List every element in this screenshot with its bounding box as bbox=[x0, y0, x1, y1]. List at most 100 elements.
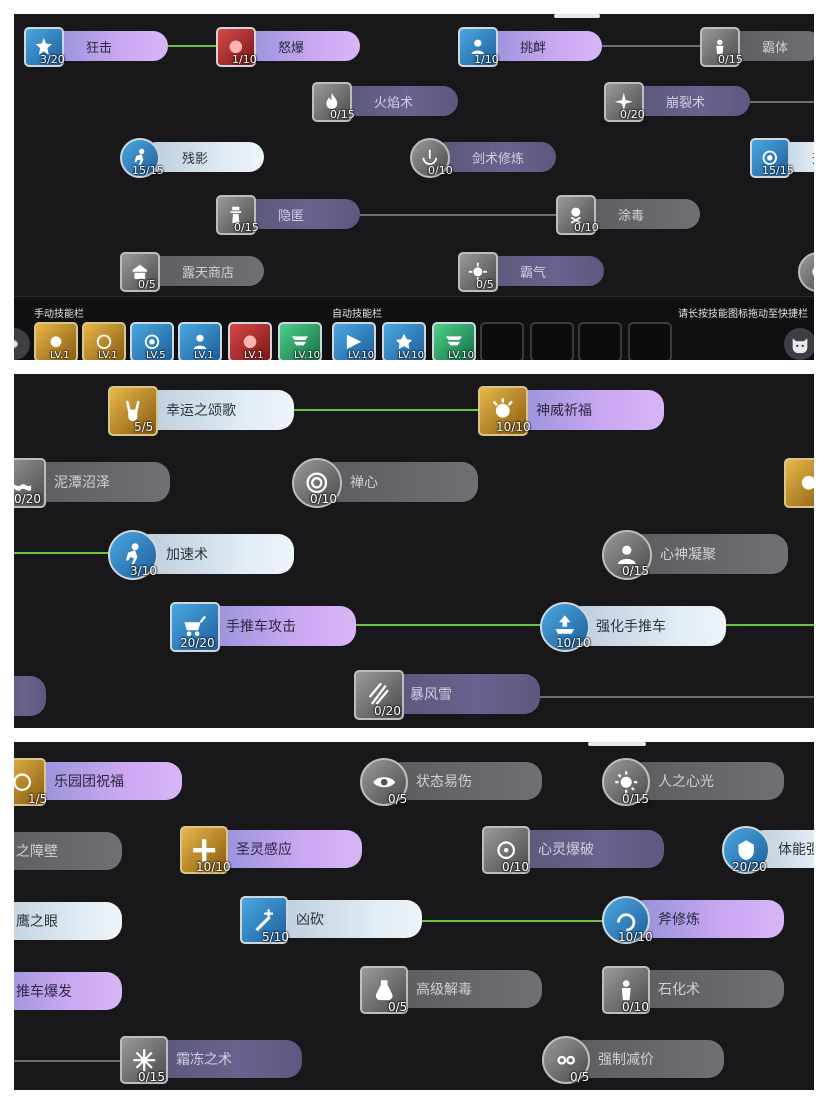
skill-name: 凶砍 bbox=[296, 912, 324, 928]
manual-slot-1[interactable]: LV.1 bbox=[34, 322, 78, 360]
skill-name: 霜冻之术 bbox=[176, 1052, 232, 1068]
skill-level: 0/10 bbox=[310, 492, 337, 506]
paradise-blessing-icon bbox=[14, 758, 46, 806]
mind-blast-icon bbox=[482, 826, 530, 874]
skill-level: 0/15 bbox=[234, 221, 259, 234]
skill-level: 0/5 bbox=[138, 278, 156, 291]
auto-slot-2[interactable]: LV.10 bbox=[382, 322, 426, 360]
skill-name: 泥潭沼泽 bbox=[54, 475, 110, 491]
zen-ripple-icon bbox=[292, 458, 342, 508]
skill-level: 0/15 bbox=[622, 792, 649, 806]
skill-name: 乐园团祝福 bbox=[54, 774, 124, 790]
slot-level: LV.5 bbox=[146, 350, 166, 360]
skill-level: 10/10 bbox=[618, 930, 653, 944]
crack-burst-icon bbox=[604, 82, 644, 122]
sword-swirl-icon bbox=[410, 138, 450, 178]
partial-skill-pill[interactable] bbox=[14, 676, 46, 716]
skill-name: 神威祈福 bbox=[536, 403, 592, 419]
skill-level: 0/5 bbox=[388, 792, 408, 806]
manual-slot-4[interactable]: LV.1 bbox=[178, 322, 222, 360]
skill-level: 0/5 bbox=[570, 1070, 590, 1084]
slot-level: LV.10 bbox=[448, 350, 474, 360]
skill-level: 0/10 bbox=[574, 221, 599, 234]
axe-swirl-icon bbox=[602, 896, 650, 944]
hidden-figure-icon bbox=[216, 195, 256, 235]
swamp-icon bbox=[14, 458, 46, 508]
slot-level: LV.1 bbox=[50, 350, 70, 360]
skill-level: 5/5 bbox=[134, 420, 154, 434]
skill-name: 火焰术 bbox=[374, 95, 414, 111]
skill-level: 3/10 bbox=[130, 564, 157, 578]
auto-slot-1[interactable]: LV.10 bbox=[332, 322, 376, 360]
skill-name: 之障壁 bbox=[16, 844, 58, 860]
partial-gold-skill-icon[interactable] bbox=[784, 458, 814, 508]
skill-connector bbox=[292, 409, 482, 411]
speed-runner-icon bbox=[108, 530, 158, 580]
skill-name: 狂击 bbox=[86, 40, 113, 56]
skill-name: 涂毒 bbox=[618, 208, 645, 224]
skill-level: 3/20 bbox=[40, 53, 65, 66]
skill-connector bbox=[602, 45, 702, 47]
skill-node-tuichebaofa[interactable]: 推车爆发 bbox=[14, 972, 122, 1010]
skill-level: 0/10 bbox=[502, 860, 529, 874]
skill-level: 0/10 bbox=[428, 164, 453, 177]
victory-hand-icon bbox=[108, 386, 158, 436]
skill-node-yingzhiyan[interactable]: 鹰之眼 bbox=[14, 902, 122, 940]
cat-avatar-icon[interactable] bbox=[784, 328, 814, 360]
manual-slot-5[interactable]: LV.1 bbox=[228, 322, 272, 360]
empty-skill-slot[interactable] bbox=[480, 322, 524, 360]
skill-connector bbox=[748, 101, 814, 103]
skill-node-zhizhangbi[interactable]: 之障壁 bbox=[14, 832, 122, 870]
slot-level: LV.1 bbox=[194, 350, 214, 360]
body-armor-icon bbox=[700, 27, 740, 67]
holy-cross-icon bbox=[180, 826, 228, 874]
skill-name: 暴风雪 bbox=[410, 687, 452, 703]
manual-slot-2[interactable]: LV.1 bbox=[82, 322, 126, 360]
skill-name: 禅心 bbox=[350, 475, 378, 491]
skill-name: 圣灵感应 bbox=[236, 842, 292, 858]
manual-slot-6[interactable]: LV.10 bbox=[278, 322, 322, 360]
vitality-icon bbox=[722, 826, 770, 874]
skill-connector bbox=[358, 214, 556, 216]
skill-connector bbox=[14, 552, 110, 554]
skill-level: 0/20 bbox=[14, 492, 41, 506]
skill-level: 1/10 bbox=[474, 53, 499, 66]
scroll-indicator bbox=[588, 742, 646, 746]
skill-tree-panel-3: 乐园团祝福 1/5 状态易伤 0/5 人之心光 0/15 之障壁 圣灵感应 10… bbox=[14, 742, 814, 1090]
skill-level: 0/15 bbox=[718, 53, 743, 66]
partial-skill-icon[interactable] bbox=[798, 252, 814, 292]
empty-skill-slot[interactable] bbox=[628, 322, 672, 360]
skill-name: 幸运之颂歌 bbox=[166, 403, 236, 419]
skill-level: 15/15 bbox=[762, 164, 794, 177]
skill-level: 0/15 bbox=[622, 564, 649, 578]
cart-attack-icon bbox=[170, 602, 220, 652]
manual-slot-3[interactable]: LV.5 bbox=[130, 322, 174, 360]
skill-name: 高级解毒 bbox=[416, 982, 472, 998]
manual-skillbar-label: 手动技能栏 bbox=[34, 309, 84, 320]
skill-name: 人之心光 bbox=[658, 774, 714, 790]
skill-level: 1/10 bbox=[232, 53, 257, 66]
skill-level: 1/5 bbox=[28, 792, 48, 806]
discount-tag-icon bbox=[542, 1036, 590, 1084]
fire-burst-icon bbox=[216, 27, 256, 67]
settings-icon[interactable] bbox=[14, 328, 30, 360]
skill-level: 0/20 bbox=[374, 704, 401, 718]
skill-connector bbox=[354, 624, 544, 626]
skill-name: 心灵爆破 bbox=[538, 842, 594, 858]
skill-level: 10/10 bbox=[196, 860, 231, 874]
skill-name: 隐匿 bbox=[278, 208, 305, 224]
blizzard-icon bbox=[354, 670, 404, 720]
skill-level: 15/15 bbox=[132, 164, 164, 177]
auto-skillbar-label: 自动技能栏 bbox=[332, 309, 382, 320]
auto-slot-3[interactable]: LV.10 bbox=[432, 322, 476, 360]
empty-skill-slot[interactable] bbox=[530, 322, 574, 360]
skillbar-hint: 请长按技能图标拖动至快捷栏 bbox=[678, 309, 808, 320]
skill-level: 0/5 bbox=[388, 1000, 408, 1014]
cart-upgrade-icon bbox=[540, 602, 590, 652]
flame-icon bbox=[312, 82, 352, 122]
skill-level: 20/20 bbox=[732, 860, 767, 874]
skill-level: 0/5 bbox=[476, 278, 494, 291]
skill-name: 体能强 bbox=[778, 842, 814, 858]
empty-skill-slot[interactable] bbox=[578, 322, 622, 360]
skill-level: 0/20 bbox=[620, 108, 645, 121]
